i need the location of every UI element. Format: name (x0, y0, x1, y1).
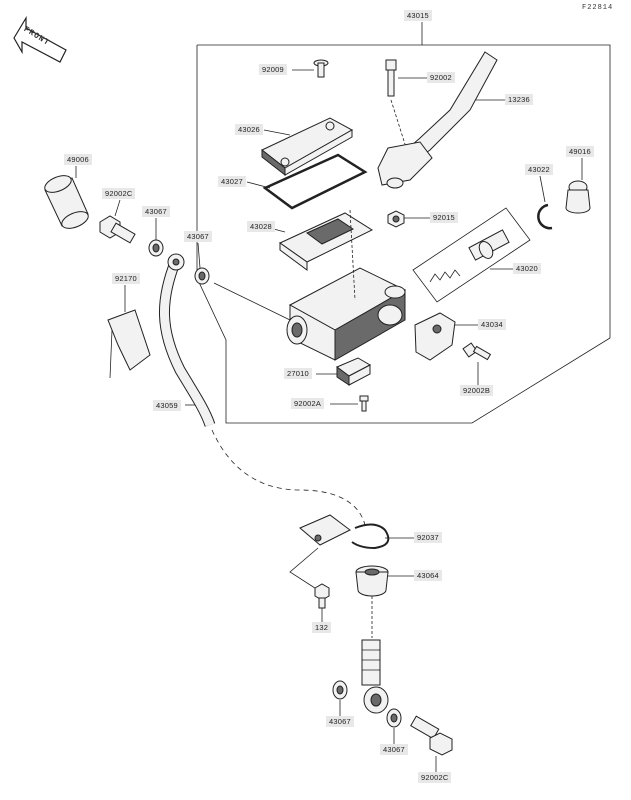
label-49016: 49016 (566, 146, 594, 157)
grommet-43064-drawing (355, 565, 389, 597)
nut-92015-drawing (387, 210, 405, 228)
piston-kit-43020-drawing (429, 229, 510, 283)
bracket-clip-92037-drawing (299, 514, 390, 550)
label-43026: 43026 (235, 124, 263, 135)
clamp-92170-drawing (107, 309, 151, 379)
circlip-43022-drawing (537, 203, 553, 230)
label-92002a: 92002A (291, 398, 325, 409)
label-43034: 43034 (478, 319, 506, 330)
label-49006: 49006 (64, 154, 92, 165)
label-92015: 92015 (430, 212, 458, 223)
hose-dashed-route (211, 429, 366, 526)
leader-92002c-top (114, 199, 121, 217)
leader-132-bracket (289, 547, 319, 591)
label-92002b: 92002B (460, 385, 494, 396)
screw-92002a-drawing (359, 395, 369, 412)
screw-92009-drawing (313, 59, 329, 78)
label-92170: 92170 (112, 273, 140, 284)
lever-13236-drawing (377, 51, 498, 189)
plate-43027-drawing (262, 153, 368, 210)
label-43067-a: 43067 (142, 206, 170, 217)
label-27010: 27010 (284, 368, 312, 379)
label-43067-b: 43067 (184, 231, 212, 242)
washer-43067-a-drawing (148, 239, 164, 257)
boot-49016-drawing (565, 180, 591, 214)
leader-43026 (263, 129, 291, 136)
bolt-132-drawing (314, 583, 330, 609)
label-92002c-bottom: 92002C (418, 772, 452, 783)
label-43028: 43028 (247, 221, 275, 232)
leader-body-dash (349, 209, 356, 301)
leader-43027 (246, 181, 271, 189)
cap-43026-drawing (261, 117, 354, 177)
label-92037: 92037 (414, 532, 442, 543)
washer-43067-d-drawing (386, 708, 402, 728)
assembly-outline (196, 44, 611, 424)
leader-43067-b (197, 242, 201, 269)
label-43022: 43022 (525, 164, 553, 175)
label-13236: 13236 (505, 94, 533, 105)
banjo-fitting-drawing (361, 639, 389, 714)
label-43064: 43064 (414, 570, 442, 581)
washer-43067-c-drawing (332, 680, 348, 700)
bolt-92002-drawing (385, 59, 397, 97)
holder-43034-drawing (414, 312, 456, 361)
washer-43067-b-drawing (194, 267, 210, 285)
label-132: 132 (312, 622, 332, 633)
label-43015: 43015 (404, 10, 432, 21)
label-43027: 43027 (218, 176, 246, 187)
leader-43067-body (213, 282, 291, 321)
front-arrow-icon (13, 15, 67, 63)
hose-43059-drawing (158, 253, 216, 427)
bolt-92002b-drawing (462, 342, 492, 361)
banjo-bolt-92002c-top-drawing (99, 215, 136, 244)
banjo-bolt-92002c-bottom-drawing (410, 715, 453, 756)
diagram-code: F22814 (582, 4, 614, 12)
label-43059: 43059 (153, 400, 181, 411)
label-92009: 92009 (259, 64, 287, 75)
label-43067-c: 43067 (326, 716, 354, 727)
piston-kit-box (412, 207, 531, 303)
label-43067-d: 43067 (380, 744, 408, 755)
cap-49006-drawing (44, 175, 89, 229)
label-43020: 43020 (513, 263, 541, 274)
label-92002: 92002 (427, 72, 455, 83)
label-92002c-top: 92002C (102, 188, 136, 199)
switch-27010-drawing (336, 357, 372, 386)
diaphragm-43028-drawing (279, 212, 374, 271)
leader-43022 (539, 175, 546, 203)
master-cylinder-drawing (286, 267, 407, 361)
